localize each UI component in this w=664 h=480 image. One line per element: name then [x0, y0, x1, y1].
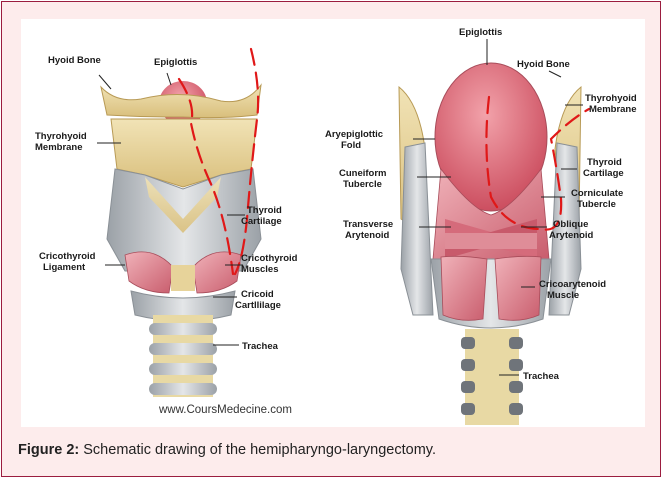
cricothyroid-ligament-shape	[171, 265, 195, 291]
label-hyoid-bone-right: Hyoid Bone	[517, 59, 570, 70]
label-cricothyroid-muscles-line1: Cricothyroid	[241, 253, 298, 264]
label-thyrohyoid-left-line1: Thyrohyoid	[35, 131, 87, 142]
label-transverse-line1: Transverse	[343, 219, 393, 230]
cricoarytenoid-muscle-left-shape	[441, 256, 487, 320]
label-cricothyroid-ligament-line1: Cricothyroid	[39, 251, 96, 262]
label-cricothyroid-muscles-line2: Muscles	[241, 264, 279, 275]
label-cricoarytenoid-line2: Muscle	[547, 290, 579, 301]
anterior-larynx-illustration	[101, 81, 261, 397]
label-cricothyroid-ligament-line2: Ligament	[43, 262, 86, 273]
label-trachea-right: Trachea	[523, 371, 560, 382]
label-aryepiglottic-line1: Aryepiglottic	[325, 129, 383, 140]
cricoarytenoid-muscle-right-shape	[495, 256, 541, 320]
label-thyroid-cartilage-left-line2: Cartilage	[241, 216, 282, 227]
larynx-diagram: Hyoid Bone Epiglottis Thyrohyoid Membran…	[21, 19, 645, 427]
label-aryepiglottic-line2: Fold	[341, 140, 361, 151]
label-thyrohyoid-right-line2: Membrane	[589, 104, 637, 115]
label-corniculate-line1: Corniculate	[571, 188, 623, 199]
transverse-arytenoid-shape	[445, 233, 537, 249]
trachea-left-shape	[149, 315, 217, 397]
label-cuneiform-line2: Tubercle	[343, 179, 382, 190]
thyroid-lamina-left-shape	[401, 143, 433, 315]
figure-caption: Figure 2: Schematic drawing of the hemip…	[18, 442, 436, 458]
label-thyrohyoid-right-line1: Thyrohyoid	[585, 93, 637, 104]
label-cuneiform-line1: Cuneiform	[339, 168, 387, 179]
label-trachea-left: Trachea	[242, 341, 279, 352]
label-hyoid-bone-left: Hyoid Bone	[48, 55, 101, 66]
caption-text: Schematic drawing of the hemipharyngo-la…	[79, 442, 436, 458]
label-epiglottis-right: Epiglottis	[459, 27, 502, 38]
label-thyroid-cartilage-right-line1: Thyroid	[587, 157, 622, 168]
caption-label: Figure 2:	[18, 442, 79, 458]
label-oblique-line2: Arytenoid	[549, 230, 594, 241]
label-cricoarytenoid-line1: Cricoarytenoid	[539, 279, 606, 290]
label-thyroid-cartilage-right-line2: Cartilage	[583, 168, 624, 179]
label-cricoid-line2: Cartllilage	[235, 300, 281, 311]
label-thyroid-cartilage-left-line1: Thyroid	[247, 205, 282, 216]
label-thyrohyoid-left-line2: Membrane	[35, 142, 83, 153]
figure-panel: Hyoid Bone Epiglottis Thyrohyoid Membran…	[21, 19, 645, 427]
label-corniculate-line2: Tubercle	[577, 199, 616, 210]
label-cricoid-line1: Cricoid	[241, 289, 274, 300]
label-epiglottis-left: Epiglottis	[154, 57, 197, 68]
trachea-right-shape	[461, 329, 523, 425]
label-transverse-line2: Arytenoid	[345, 230, 390, 241]
label-oblique-line1: Oblique	[553, 219, 588, 230]
watermark-text: www.CoursMedecine.com	[158, 404, 292, 416]
